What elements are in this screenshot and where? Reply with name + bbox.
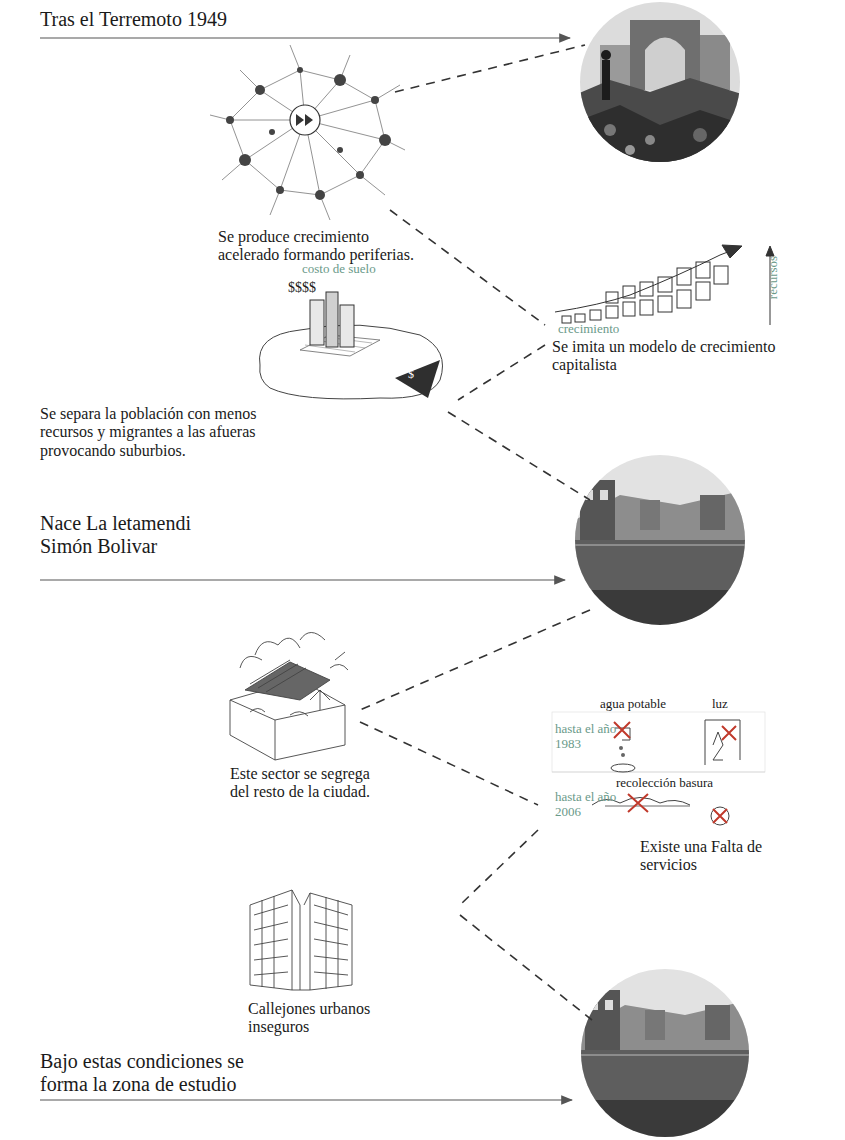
neighbourhood-photo (570, 450, 750, 630)
service-label: recolección basura (616, 776, 746, 791)
service-label: agua potable (600, 697, 690, 712)
money-symbol: $ (408, 368, 424, 382)
ruins-photo (575, 0, 745, 165)
money-symbol: $$$$ (288, 280, 348, 296)
axis-label: crecimiento (558, 322, 648, 337)
network-icon (210, 45, 405, 220)
timeline-label: Tras el Terremoto 1949 (40, 8, 360, 31)
step-text: Se separa la población con menos recurso… (40, 405, 292, 460)
land-cost-icon (260, 292, 443, 399)
axis-label: recursos (766, 242, 781, 312)
growth-chart-icon (555, 245, 774, 325)
step-text: Existe una Falta de servicios (640, 838, 780, 875)
timeline-label: Nace La letamendi Simón Bolivar (40, 512, 235, 558)
date-label: hasta el año 2006 (555, 790, 617, 820)
date-label: hasta el año 1983 (555, 722, 617, 752)
service-label: luz (712, 697, 742, 712)
step-text: Este sector se segrega del resto de la c… (230, 765, 380, 802)
timeline-label: Bajo estas condiciones se forma la zona … (40, 1050, 265, 1096)
annotation: costo de suelo (302, 262, 422, 277)
segregated-sector-sketch (230, 633, 348, 761)
dashed-path (360, 45, 592, 1020)
services-icons (552, 712, 765, 825)
timeline-arrow (40, 579, 565, 580)
timeline-arrow (40, 1099, 572, 1100)
alley-sketch (250, 890, 352, 990)
step-text: Se produce crecimiento acelerado formand… (218, 228, 433, 265)
step-text: Callejones urbanos inseguros (248, 1000, 398, 1037)
timeline-arrow (40, 37, 570, 38)
step-text: Se imita un modelo de crecimiento capita… (552, 338, 814, 375)
neighbourhood-photo (575, 965, 755, 1140)
